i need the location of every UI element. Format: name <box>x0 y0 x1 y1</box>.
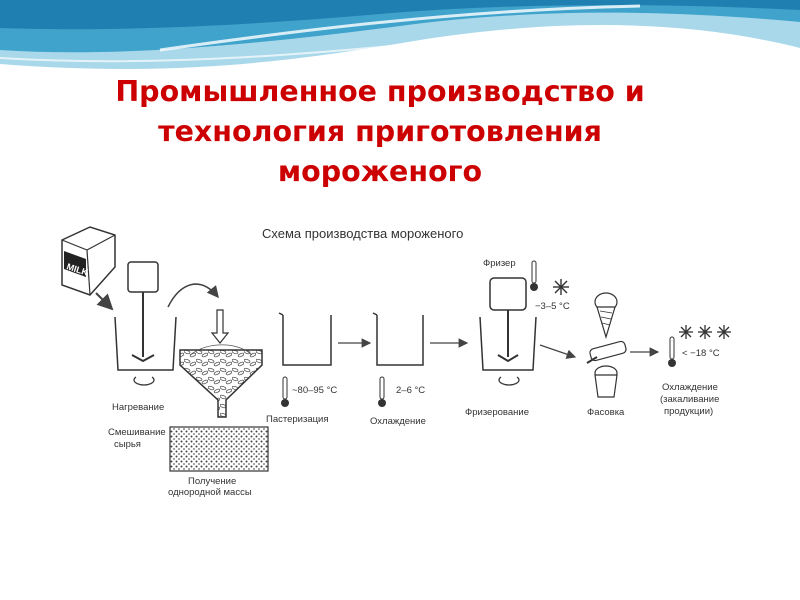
temp-freezer: −3–5 °С <box>535 301 570 312</box>
header-waves <box>0 0 800 69</box>
flow-arrow <box>95 292 114 311</box>
label-mixing: сырья <box>114 439 141 450</box>
hopper <box>179 344 263 418</box>
flow-arrow <box>167 283 219 308</box>
thermometer-icon <box>378 376 386 407</box>
title-line: Промышленное производство и <box>115 75 645 108</box>
production-diagram: Схема производства мороженого MILK Нагре… <box>61 226 731 498</box>
snowflake-icon <box>679 325 731 339</box>
temp-pasteurization: ~80–95 °С <box>292 385 337 396</box>
label-freezer: Фризер <box>483 258 516 269</box>
freezer-machine <box>479 277 537 386</box>
title-line: технология приготовления <box>158 115 602 148</box>
thermometer-icon <box>668 336 676 367</box>
mixing-tank <box>114 261 177 386</box>
label-cooling: Охлаждение <box>370 416 426 427</box>
down-arrow-icon <box>210 309 230 344</box>
label-hardening: продукции) <box>664 406 713 417</box>
homogeneous-mass-block <box>169 426 269 472</box>
ice-cream-cup-icon <box>594 365 618 398</box>
label-freezing: Фризерование <box>465 407 529 418</box>
label-hardening: Охлаждение <box>662 382 718 393</box>
temp-hardening: < −18 °С <box>682 348 720 359</box>
title-line: мороженого <box>277 155 483 188</box>
thermometer-icon <box>281 376 289 407</box>
slide-title: Промышленное производство и технология п… <box>40 72 720 192</box>
thermometer-icon <box>530 260 538 291</box>
stirring-icon <box>133 376 155 386</box>
label-hardening: (закаливание <box>660 394 719 405</box>
label-mass: однородной массы <box>168 487 252 498</box>
label-packing: Фасовка <box>587 407 625 418</box>
ice-cream-cone-icon <box>594 292 618 340</box>
label-heating: Нагревание <box>112 402 164 413</box>
diagram-heading: Схема производства мороженого <box>262 226 463 241</box>
pasteurization-beaker <box>278 312 332 366</box>
flow-arrow <box>539 344 577 359</box>
label-mixing: Смешивание <box>108 427 166 438</box>
label-pasteurization: Пастеризация <box>266 414 329 425</box>
ice-cream-bar-icon <box>586 340 627 364</box>
snowflake-icon <box>553 279 569 295</box>
label-mass: Получение <box>188 476 236 487</box>
motor-icon <box>127 261 159 293</box>
cooling-beaker <box>372 312 424 366</box>
milk-carton-icon: MILK <box>61 226 116 296</box>
temp-cooling: 2–6 °С <box>396 385 425 396</box>
